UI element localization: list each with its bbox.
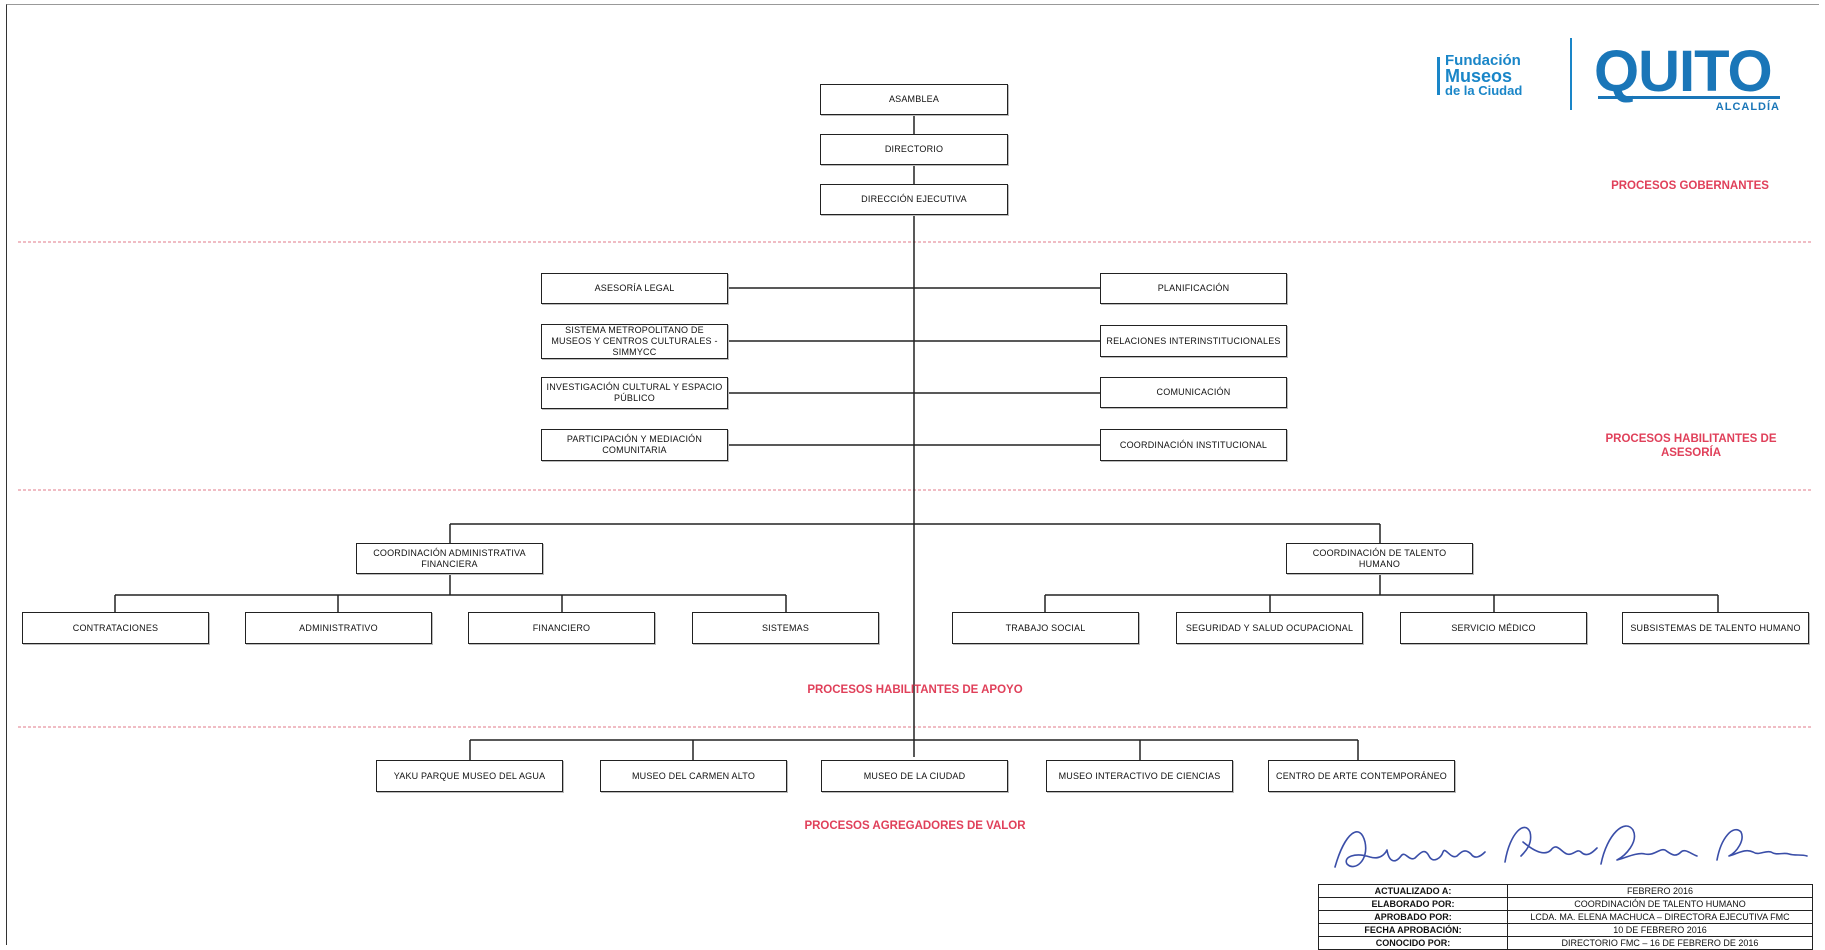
node-planificacion: PLANIFICACIÓN (1100, 273, 1287, 304)
section-label-apoyo: PROCESOS HABILITANTES DE APOYO (807, 684, 1023, 696)
node-investigacion-cultural: INVESTIGACIÓN CULTURAL Y ESPACIO PÚBLICO (541, 377, 728, 409)
section-label-gobernantes: PROCESOS GOBERNANTES (1611, 180, 1769, 192)
logo-separator (1570, 38, 1572, 110)
node-comunicacion: COMUNICACIÓN (1100, 377, 1287, 408)
table-row: ACTUALIZADO A: FEBRERO 2016 (1318, 884, 1813, 898)
node-museo-ciudad: MUSEO DE LA CIUDAD (821, 760, 1008, 792)
node-servicio-medico: SERVICIO MÉDICO (1400, 612, 1587, 644)
node-coordinacion-administrativa-financiera: COORDINACIÓN ADMINISTRATIVA FINANCIERA (356, 543, 543, 574)
page-frame (6, 4, 1819, 945)
table-key: FECHA APROBACIÓN: (1318, 923, 1508, 937)
table-value: 10 DE FEBRERO 2016 (1507, 923, 1813, 937)
handwritten-signature (1334, 825, 1808, 868)
node-yaku: YAKU PARQUE MUSEO DEL AGUA (376, 760, 563, 792)
logo-bar-icon (1437, 57, 1440, 95)
table-key: ACTUALIZADO A: (1318, 884, 1508, 898)
quito-wordmark: QUITO (1594, 39, 1773, 104)
section-label-asesoria: PROCESOS HABILITANTES DE ASESORÍA (1605, 433, 1777, 459)
quito-underline (1598, 96, 1780, 99)
node-administrativo: ADMINISTRATIVO (245, 612, 432, 644)
quito-alcaldia-logo: QUITO ALCALDÍA (1594, 39, 1784, 114)
table-value: COORDINACIÓN DE TALENTO HUMANO (1507, 897, 1813, 911)
node-asamblea: ASAMBLEA (820, 84, 1008, 115)
node-sistemas: SISTEMAS (692, 612, 879, 644)
table-row: FECHA APROBACIÓN: 10 DE FEBRERO 2016 (1318, 923, 1813, 937)
table-value: DIRECTORIO FMC – 16 DE FEBRERO DE 2016 (1507, 936, 1813, 950)
node-seguridad-salud: SEGURIDAD Y SALUD OCUPACIONAL (1176, 612, 1363, 644)
node-subsistemas-talento: SUBSISTEMAS DE TALENTO HUMANO (1622, 612, 1809, 644)
table-key: APROBADO POR: (1318, 910, 1508, 924)
node-relaciones-interinstitucionales: RELACIONES INTERINSTITUCIONALES (1100, 325, 1287, 357)
table-value: FEBRERO 2016 (1507, 884, 1813, 898)
section-label-valor: PROCESOS AGREGADORES DE VALOR (804, 820, 1026, 832)
node-financiero: FINANCIERO (468, 612, 655, 644)
logo-text-line-2: Museos (1445, 66, 1513, 86)
node-coordinacion-institucional: COORDINACIÓN INSTITUCIONAL (1100, 429, 1287, 461)
node-directorio: DIRECTORIO (820, 134, 1008, 165)
table-row: CONOCIDO POR: DIRECTORIO FMC – 16 DE FEB… (1318, 936, 1813, 950)
node-simmycc: SISTEMA METROPOLITANO DE MUSEOS Y CENTRO… (541, 324, 728, 359)
node-trabajo-social: TRABAJO SOCIAL (952, 612, 1139, 644)
logo-text-line-1: Fundación (1445, 52, 1521, 69)
node-participacion-mediacion: PARTICIPACIÓN Y MEDIACIÓN COMUNITARIA (541, 429, 728, 461)
table-row: APROBADO POR: LCDA. MA. ELENA MACHUCA – … (1318, 910, 1813, 924)
table-key: CONOCIDO POR: (1318, 936, 1508, 950)
node-contrataciones: CONTRATACIONES (22, 612, 209, 644)
fundacion-museos-logo: Fundación Museos de la Ciudad (1437, 52, 1549, 102)
quito-subtitle: ALCALDÍA (1715, 101, 1780, 113)
node-museo-interactivo: MUSEO INTERACTIVO DE CIENCIAS (1046, 760, 1233, 792)
node-asesoria-legal: ASESORÍA LEGAL (541, 273, 728, 304)
table-row: ELABORADO POR: COORDINACIÓN DE TALENTO H… (1318, 897, 1813, 911)
node-carmen-alto: MUSEO DEL CARMEN ALTO (600, 760, 787, 792)
logo-text-line-3: de la Ciudad (1445, 83, 1523, 98)
node-coordinacion-talento-humano: COORDINACIÓN DE TALENTO HUMANO (1286, 543, 1473, 574)
table-value: LCDA. MA. ELENA MACHUCA – DIRECTORA EJEC… (1507, 910, 1813, 924)
node-centro-arte: CENTRO DE ARTE CONTEMPORÁNEO (1268, 760, 1455, 792)
table-key: ELABORADO POR: (1318, 897, 1508, 911)
approval-info-table: ACTUALIZADO A: FEBRERO 2016 ELABORADO PO… (1318, 884, 1813, 950)
node-direccion-ejecutiva: DIRECCIÓN EJECUTIVA (820, 184, 1008, 215)
